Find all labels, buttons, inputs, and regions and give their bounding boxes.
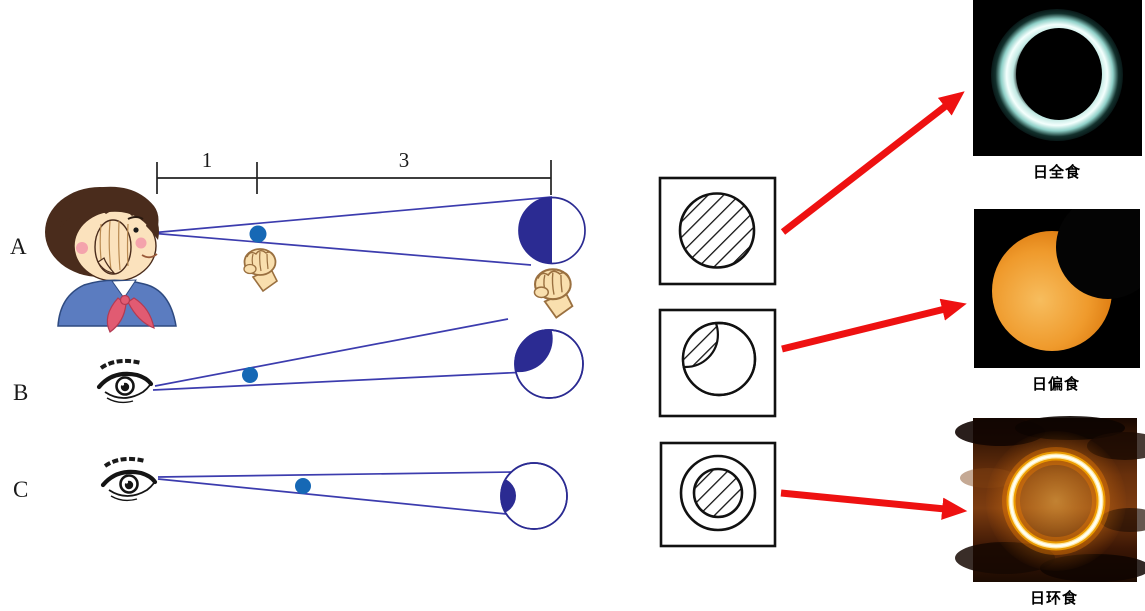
- photo-annular-eclipse: [955, 416, 1145, 582]
- boy-hand-covering-eye: [94, 219, 132, 275]
- row-a-sun-half-covered: [518, 196, 586, 265]
- row-b-sight-lines: [152, 318, 518, 391]
- row-c-sight-lines: [157, 471, 557, 520]
- row-c-sun-center-covered: [500, 462, 568, 530]
- caption-annular-eclipse: 日环食: [1029, 590, 1078, 607]
- arrow-to-annular-eclipse: [780, 489, 968, 520]
- row-a-sight-lines: [149, 196, 553, 266]
- moon-bite: [1056, 209, 1140, 299]
- row-label-c: C: [13, 477, 29, 502]
- moon-disk: [1016, 28, 1102, 120]
- row-a-ball: [249, 225, 267, 243]
- row-label-a: A: [10, 234, 27, 259]
- shadow-box-central-cover: [659, 441, 777, 548]
- row-c-eye-icon: [103, 459, 155, 501]
- row-a-fist-near: [243, 248, 278, 292]
- distance-ruler: [156, 160, 552, 195]
- observer-boy: [45, 186, 177, 333]
- row-c-ball: [295, 478, 311, 494]
- caption-partial-eclipse: 日偏食: [1031, 376, 1080, 393]
- ruler-near-distance: 1: [201, 148, 213, 172]
- arrow-to-partial-eclipse: [781, 298, 967, 353]
- ring-of-fire: [1002, 447, 1110, 555]
- row-a-fist-far: [533, 268, 574, 319]
- row-b-ball: [242, 367, 258, 383]
- row-b-sun-crescent-covered: [514, 329, 584, 399]
- arrow-to-total-eclipse: [780, 91, 965, 235]
- shadow-box-full-cover: [658, 176, 777, 286]
- boy-red-scarf: [106, 294, 155, 333]
- row-label-b: B: [13, 380, 29, 405]
- photo-partial-eclipse: [974, 209, 1140, 368]
- photo-total-eclipse: [973, 0, 1142, 156]
- mapping-arrows: [780, 91, 968, 520]
- shadow-box-partial-cover: [658, 308, 777, 418]
- ruler-far-distance: 3: [398, 148, 410, 172]
- caption-total-eclipse: 日全食: [1032, 164, 1081, 181]
- row-b-eye-icon: [99, 361, 151, 403]
- boy-open-eye: [133, 227, 139, 233]
